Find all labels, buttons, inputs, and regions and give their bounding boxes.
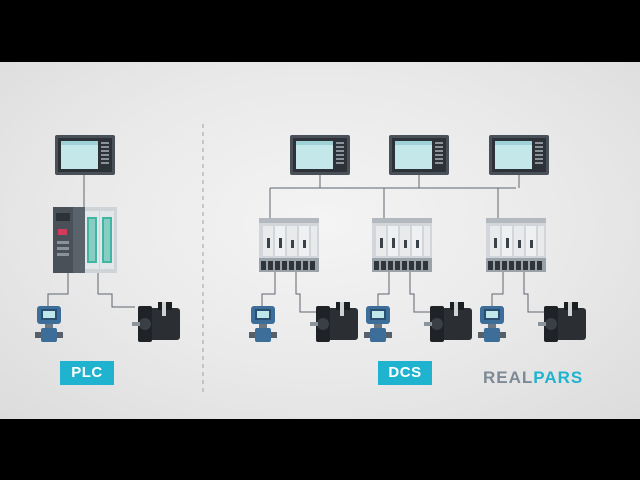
plc-hmi-panel [55,135,115,175]
brand-part-1: REAL [483,368,534,387]
dcs-io-controller-1 [259,218,319,272]
plc-dcs-diagram [35,124,586,392]
dcs-hmi-panel-3 [489,135,549,175]
plc-rack [53,207,117,273]
plc-transmitter [35,306,63,342]
realpars-logo: REALPARS [483,368,583,388]
brand-part-2: PARS [533,368,584,387]
dcs-transmitter-2 [364,306,392,342]
plc-servo-motor [132,302,180,342]
dcs-network-bus [269,174,520,218]
diagram-frame: PLC DCS REALPARS [0,62,640,419]
dcs-servo-motor-3 [538,302,586,342]
plc-system [35,135,180,342]
dcs-servo-motor-1 [310,302,358,342]
dcs-field-wiring [261,272,546,313]
dcs-transmitter-1 [249,306,277,342]
dcs-io-controller-3 [486,218,546,272]
plc-label: PLC [60,361,114,385]
dcs-label: DCS [378,361,432,385]
dcs-io-controller-2 [372,218,432,272]
dcs-hmi-panel-2 [389,135,449,175]
dcs-transmitter-3 [478,306,506,342]
dcs-servo-motor-2 [424,302,472,342]
plc-wiring [47,174,135,308]
dcs-system [249,135,586,342]
dcs-hmi-panel-1 [290,135,350,175]
